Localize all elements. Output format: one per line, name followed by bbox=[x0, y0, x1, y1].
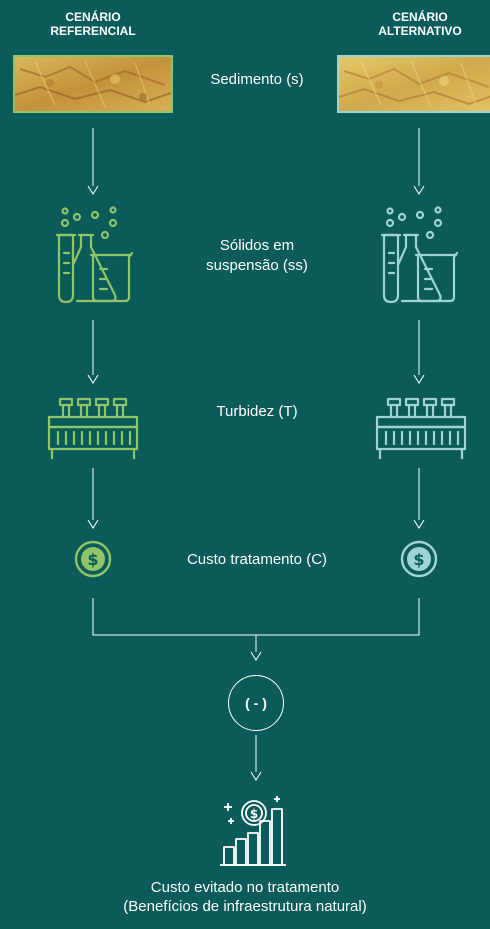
arrow-alt-2 bbox=[413, 374, 425, 384]
dollar-coin-icon: $ bbox=[74, 540, 112, 578]
arrow-alt-1 bbox=[413, 185, 425, 195]
dollar-coin-icon-alt: $ bbox=[400, 540, 438, 578]
arrow-ref-1 bbox=[87, 185, 99, 195]
svg-text:$: $ bbox=[87, 550, 98, 569]
stage-label-solids-line2: suspensão (ss) bbox=[206, 257, 308, 274]
stage-label-sediment: Sedimento (s) bbox=[210, 71, 304, 88]
stage-label-solids-line1: Sólidos em bbox=[219, 237, 295, 254]
test-tube-rack-icon bbox=[47, 397, 139, 459]
alternative-sediment-image bbox=[337, 55, 490, 113]
reference-scenario-title-line1: CENÁRIO bbox=[65, 10, 121, 24]
result-label-line1: Custo evitado no tratamento bbox=[150, 879, 340, 896]
result-label: Custo evitado no tratamento (Benefícios … bbox=[0, 878, 490, 916]
stage-label-turbidity: Turbidez (T) bbox=[216, 403, 298, 420]
arrow-ref-2 bbox=[87, 374, 99, 384]
result-label-line2: (Benefícios de infraestrutura natural) bbox=[123, 898, 367, 915]
lab-flask-tube-icon-alt bbox=[380, 206, 459, 304]
reference-scenario-title-line2: REFERENCIAL bbox=[50, 24, 136, 38]
arrow-merge bbox=[250, 651, 262, 661]
merge-bracket bbox=[92, 598, 420, 636]
subtraction-operator: ( - ) bbox=[228, 675, 284, 731]
stage-label-cost: Custo tratamento (C) bbox=[186, 551, 328, 568]
reference-sediment-image bbox=[13, 55, 173, 113]
alternative-scenario-title: CENÁRIO ALTERNATIVO bbox=[345, 10, 490, 38]
reference-scenario-title: CENÁRIO REFERENCIAL bbox=[18, 10, 168, 38]
arrow-alt-3 bbox=[413, 519, 425, 529]
arrow-ref-3 bbox=[87, 519, 99, 529]
subtraction-operator-label: ( - ) bbox=[245, 695, 267, 711]
alternative-scenario-title-line2: ALTERNATIVO bbox=[378, 24, 462, 38]
stage-label-solids: Sólidos em suspensão (ss) bbox=[167, 236, 347, 276]
alternative-scenario-title-line1: CENÁRIO bbox=[392, 10, 448, 24]
svg-text:$: $ bbox=[413, 550, 424, 569]
lab-flask-tube-icon bbox=[55, 206, 134, 304]
svg-text:$: $ bbox=[250, 807, 258, 821]
growth-chart-dollar-icon: $ bbox=[220, 796, 286, 866]
arrow-result bbox=[250, 771, 262, 781]
test-tube-rack-icon-alt bbox=[375, 397, 467, 459]
